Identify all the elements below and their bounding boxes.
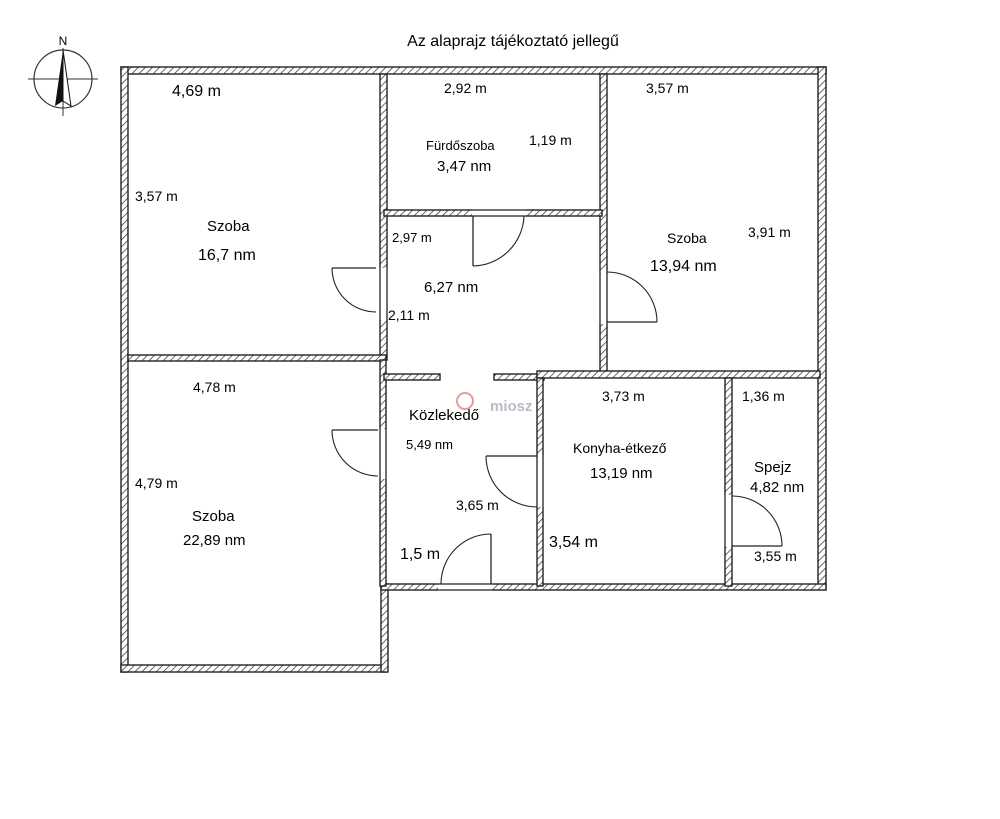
room-dimension: 2,97 m bbox=[392, 230, 432, 245]
room-dimension: 2,11 m bbox=[388, 307, 430, 323]
room-dimension: 1,5 m bbox=[400, 546, 440, 563]
room-dimension: 3,54 m bbox=[549, 534, 598, 551]
room-name: Konyha-étkező bbox=[573, 440, 667, 456]
room-name: Közlekedő bbox=[409, 407, 479, 424]
room-szoba-sw: 4,78 m 4,79 m Szoba 22,89 nm bbox=[135, 379, 246, 549]
plan-title: Az alaprajz tájékoztató jellegű bbox=[407, 33, 619, 50]
watermark: miosz bbox=[456, 392, 533, 415]
room-area: 5,49 nm bbox=[406, 437, 453, 452]
room-dimension: 3,65 m bbox=[456, 497, 499, 513]
room-area: 6,27 nm bbox=[424, 279, 478, 296]
watermark-text: miosz bbox=[490, 398, 533, 415]
room-name: Szoba bbox=[207, 218, 250, 235]
room-furdoszoba: 2,92 m Fürdőszoba 1,19 m 3,47 nm bbox=[426, 80, 572, 175]
room-dimension: 1,19 m bbox=[529, 132, 572, 148]
room-spejz: 1,36 m Spejz 4,82 nm 3,55 m bbox=[742, 388, 804, 564]
room-kozlekedo: Közlekedő 5,49 nm 3,65 m 1,5 m bbox=[400, 407, 499, 563]
room-dimension: 3,57 m bbox=[646, 80, 689, 96]
room-szoba-nw: 4,69 m 3,57 m Szoba 16,7 nm bbox=[135, 83, 256, 264]
compass-north-label: N bbox=[59, 34, 68, 48]
room-area: 13,19 nm bbox=[590, 465, 653, 482]
room-dimension: 3,55 m bbox=[754, 548, 797, 564]
room-name: Szoba bbox=[192, 508, 235, 525]
room-konyha: 3,73 m Konyha-étkező 13,19 nm 3,54 m bbox=[549, 388, 667, 551]
room-dimension: 1,36 m bbox=[742, 388, 785, 404]
room-dimension: 4,69 m bbox=[172, 83, 221, 100]
room-area: 4,82 nm bbox=[750, 479, 804, 496]
room-dimension: 4,79 m bbox=[135, 475, 178, 491]
room-dimension: 3,73 m bbox=[602, 388, 645, 404]
doors bbox=[331, 209, 783, 591]
room-name: Spejz bbox=[754, 459, 792, 476]
compass-icon: N bbox=[28, 34, 98, 116]
room-dimension: 4,78 m bbox=[193, 379, 236, 395]
room-area: 22,89 nm bbox=[183, 532, 246, 549]
room-name: Szoba bbox=[667, 230, 707, 246]
room-area: 13,94 nm bbox=[650, 258, 717, 275]
room-area: 3,47 nm bbox=[437, 158, 491, 175]
room-dimension: 2,92 m bbox=[444, 80, 487, 96]
room-dimension: 3,91 m bbox=[748, 224, 791, 240]
room-eloszoba: 2,97 m 6,27 nm 2,11 m bbox=[388, 230, 478, 323]
room-szoba-ne: 3,57 m Szoba 3,91 m 13,94 nm bbox=[646, 80, 791, 275]
room-name: Fürdőszoba bbox=[426, 138, 495, 153]
room-dimension: 3,57 m bbox=[135, 188, 178, 204]
room-area: 16,7 nm bbox=[198, 247, 256, 264]
